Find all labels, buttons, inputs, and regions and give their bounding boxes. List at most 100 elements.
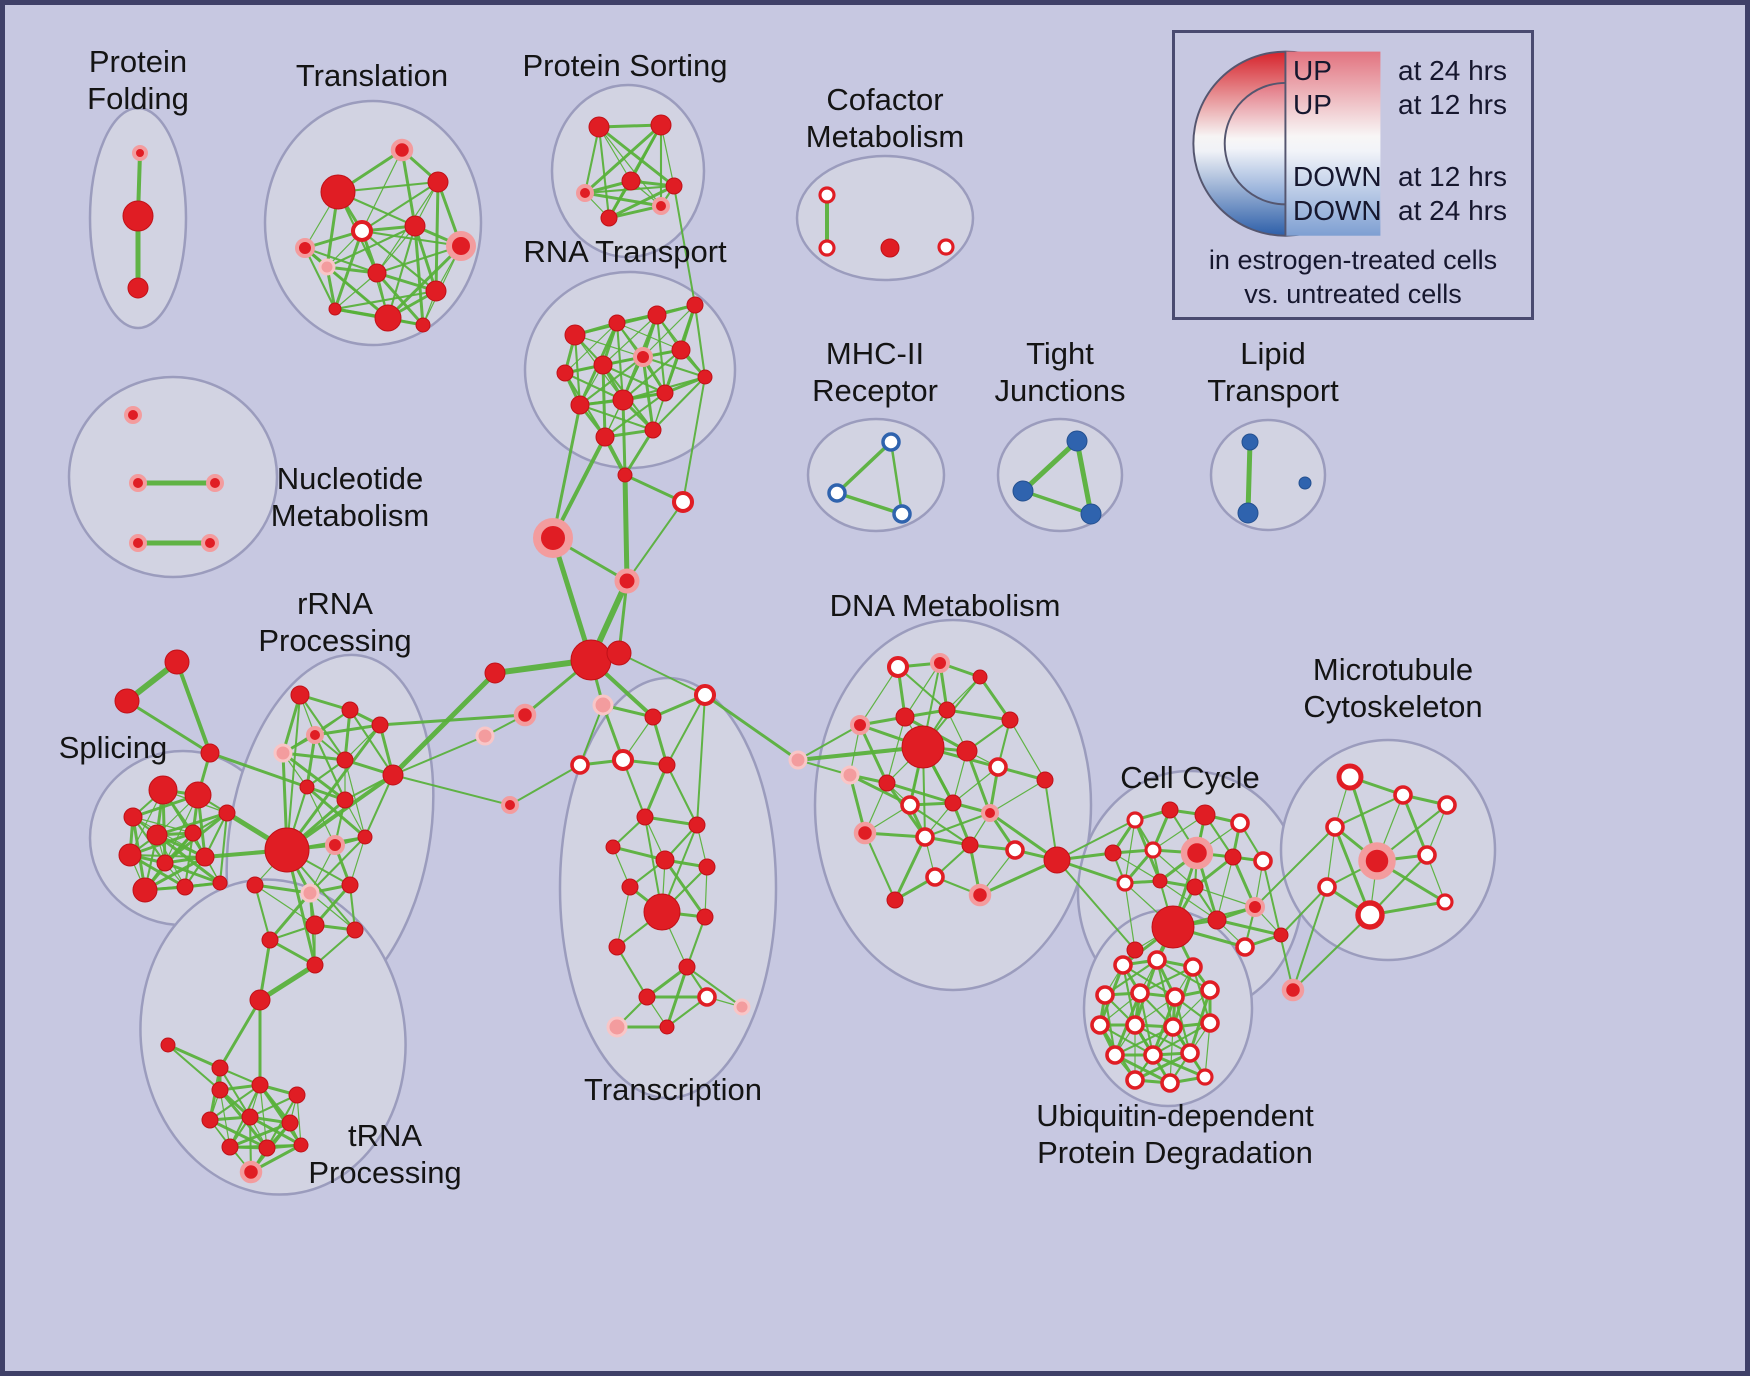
network-node [533,518,573,558]
network-node [1113,955,1133,975]
network-node [659,1019,675,1035]
network-node [576,184,594,202]
network-edge [622,472,630,584]
legend-up-12-label: UP [1293,89,1332,120]
network-node [1105,1045,1125,1065]
cluster-label-lipid-transport: Lipid Transport [1207,336,1339,408]
network-node [123,807,143,827]
network-node [1152,873,1168,889]
network-node [644,421,662,439]
cluster-label-nucleotide-metabolism: Nucleotide Metabolism [270,461,430,533]
network-edge [348,708,395,777]
network-node [390,138,414,162]
network-node [595,427,615,447]
network-edge [392,774,511,806]
network-node [295,238,315,258]
network-edge [218,998,262,1070]
network-node [129,534,147,552]
network-node [850,715,870,735]
network-node [281,1114,299,1132]
network-edge [1103,958,1159,997]
network-node [878,774,896,792]
cluster-ellipse-transcription [558,676,778,1100]
network-edge [360,180,440,233]
network-node [671,490,695,514]
network-edge [696,694,706,826]
network-node [1143,1045,1163,1065]
network-edge [361,149,403,232]
network-node [961,836,979,854]
network-edge [863,831,897,902]
network-edge [615,945,649,999]
network-edge [978,675,1012,722]
network-edge [616,886,631,948]
network-node [211,1081,229,1099]
network-edge [945,708,1012,722]
network-node [606,640,632,666]
network-node [164,649,190,675]
network-edge [602,314,658,366]
network-edge [306,786,336,846]
network-edge [1333,825,1372,917]
network-edge [563,371,625,402]
network-node [612,389,634,411]
network-node [895,707,915,727]
network-node [160,1037,176,1053]
network-edge [1292,914,1371,991]
network-node [880,238,900,258]
network-edge [125,699,212,755]
network-node [336,751,354,769]
network-edge [166,1043,222,1092]
network-edge [163,861,222,885]
network-node [697,369,713,385]
network-node [1104,844,1122,862]
network-node [1358,842,1396,880]
cluster-label-cofactor-metabolism: Cofactor Metabolism [805,82,965,154]
cluster-label-translation: Translation [295,58,449,93]
network-node [212,875,228,891]
network-edge [400,148,417,228]
network-edge [1056,859,1136,951]
network-node [643,893,681,931]
network-edge [281,751,347,802]
network-edge [642,304,696,358]
network-edge [303,246,337,311]
network-edge [363,773,395,839]
network-node [925,867,945,887]
network-node [1147,950,1167,970]
legend-row-up-24: UP at 24 hrs [1175,55,1531,87]
legend-down-24-time: at 24 hrs [1398,195,1507,226]
network-edge [1155,958,1212,992]
network-edge [603,391,667,439]
network-edge [509,764,581,806]
legend-down-12-label: DOWN [1293,161,1382,192]
network-edge [1113,1025,1175,1057]
network-node [686,296,704,314]
network-edge [835,491,904,516]
network-node [614,568,640,594]
network-node [293,1137,309,1153]
network-edge [285,723,382,852]
network-edge [1074,438,1094,517]
network-node [652,197,670,215]
network-node [593,355,613,375]
network-node [1417,845,1437,865]
network-canvas [67,83,1497,1196]
network-node [972,669,988,685]
network-edge [253,883,272,942]
network-edge [1262,860,1294,991]
network-node [273,743,293,763]
network-node [698,858,716,876]
network-edge [1138,991,1155,1057]
network-node [818,186,836,204]
cluster-label-trna-processing: tRNA Processing [308,1118,462,1190]
node-layer [114,114,1457,1184]
network-node [1207,910,1227,930]
network-node [937,238,955,256]
network-node [264,827,310,873]
network-node [475,726,495,746]
network-node [427,171,449,193]
network-edge [908,803,972,847]
network-edge [1124,882,1136,951]
network-edge [257,962,318,1003]
